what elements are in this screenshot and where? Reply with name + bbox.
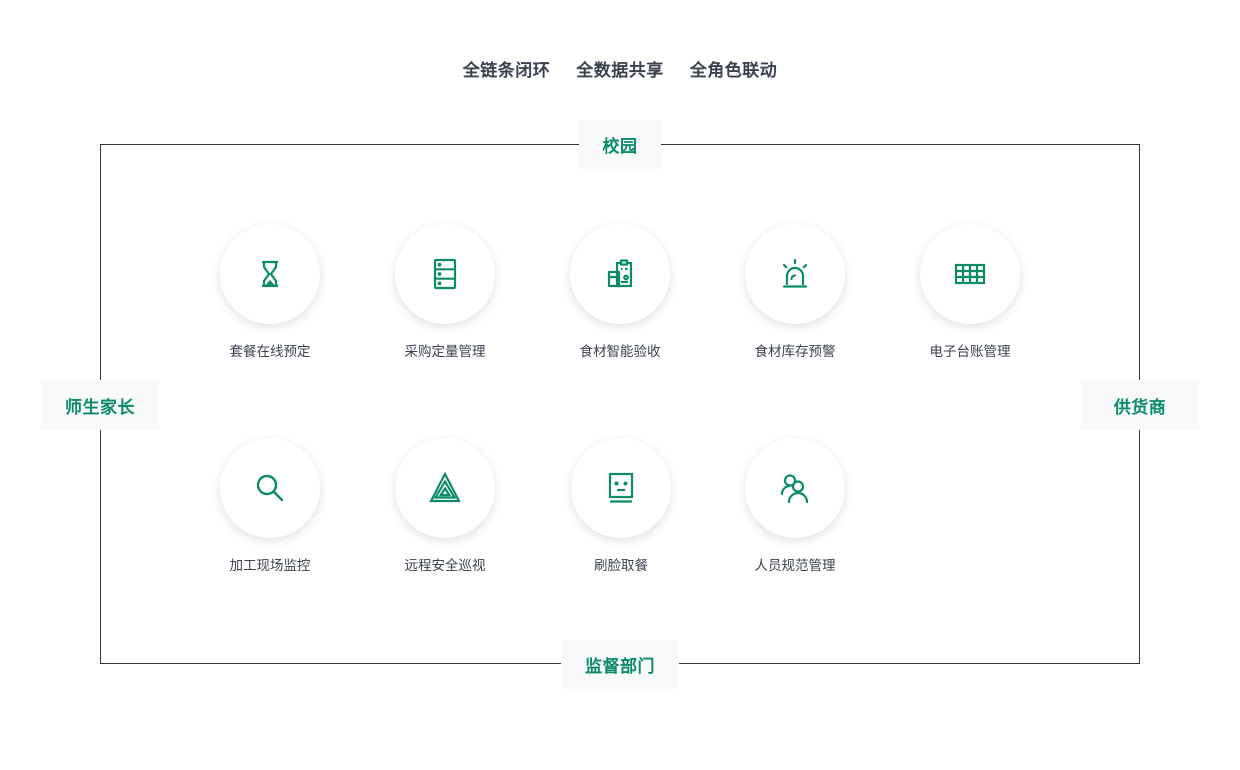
triangle-patrol-icon [429, 471, 461, 503]
feature-site-monitoring: 加工现场监控 [195, 438, 345, 574]
feature-procurement: 采购定量管理 [370, 224, 520, 360]
ecosystem-frame [100, 144, 1140, 664]
feature-smart-inspection-button[interactable] [570, 224, 670, 324]
clipboard-inspection-icon [607, 259, 633, 288]
feature-meal-booking: 套餐在线预定 [195, 224, 345, 360]
face-id-icon [608, 472, 634, 503]
feature-procurement-button[interactable] [395, 224, 495, 324]
feature-staff-management: 人员规范管理 [720, 438, 870, 574]
feature-smart-inspection: 食材智能验收 [545, 224, 695, 360]
feature-face-pickup: 刷脸取餐 [546, 438, 696, 574]
stakeholder-campus: 校园 [579, 120, 661, 169]
feature-label: 食材库存预警 [754, 344, 836, 360]
feature-inventory-alert: 食材库存预警 [720, 224, 870, 360]
feature-label: 刷脸取餐 [594, 558, 648, 574]
stakeholder-teachers-parents: 师生家长 [41, 380, 159, 430]
feature-label: 人员规范管理 [754, 558, 836, 574]
tagline-data-sharing: 全数据共享 [576, 61, 664, 81]
file-cabinet-icon [433, 258, 457, 290]
feature-remote-patrol-button[interactable] [395, 438, 495, 538]
feature-label: 远程安全巡视 [404, 558, 486, 574]
grid-table-icon [954, 263, 986, 285]
stakeholder-supervision: 监督部门 [561, 640, 679, 689]
feature-meal-booking-button[interactable] [220, 224, 320, 324]
users-icon [780, 474, 809, 504]
feature-label: 加工现场监控 [229, 558, 311, 574]
feature-e-ledger: 电子台账管理 [895, 224, 1045, 360]
feature-face-pickup-button[interactable] [571, 438, 671, 538]
search-icon [256, 474, 284, 502]
feature-label: 套餐在线预定 [229, 344, 311, 360]
feature-label: 电子台账管理 [929, 344, 1011, 360]
feature-label: 食材智能验收 [579, 344, 661, 360]
feature-inventory-alert-button[interactable] [745, 224, 845, 324]
feature-label: 采购定量管理 [404, 344, 486, 360]
tagline-row: 全链条闭环 全数据共享 全角色联动 [0, 56, 1240, 81]
stakeholder-supplier: 供货商 [1081, 380, 1199, 430]
feature-e-ledger-button[interactable] [920, 224, 1020, 324]
feature-remote-patrol: 远程安全巡视 [370, 438, 520, 574]
tagline-role-linkage: 全角色联动 [689, 61, 778, 81]
feature-staff-management-button[interactable] [745, 438, 845, 538]
hourglass-icon [262, 260, 278, 288]
tagline-closed-loop: 全链条闭环 [462, 61, 551, 81]
feature-site-monitoring-button[interactable] [220, 438, 320, 538]
alarm-light-icon [782, 258, 808, 288]
